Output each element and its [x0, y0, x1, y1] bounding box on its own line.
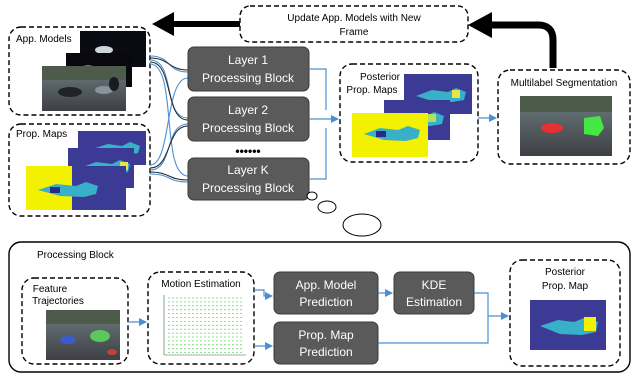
app-models-box: App. Models: [8, 26, 151, 116]
layer-output-connectors: [309, 68, 339, 180]
update-banner-line2: Frame: [340, 27, 369, 38]
app-pred-title-1: App. Model: [296, 278, 357, 292]
layer-2-title: Layer 2: [228, 103, 268, 117]
app-models-label: App. Models: [16, 34, 72, 45]
layers-ellipsis: ••••••: [235, 144, 260, 158]
app-pred-title-2: Prediction: [299, 295, 352, 309]
arrow-left-head: [152, 12, 174, 36]
prop-pred-title-1: Prop. Map: [298, 328, 354, 342]
kde-title-2: Estimation: [406, 295, 462, 309]
input-connectors-dark: [149, 57, 189, 181]
layer-1-subtitle: Processing Block: [202, 71, 295, 85]
segmented-green-car: [584, 116, 604, 136]
layer-k-block: Layer K Processing Block: [187, 157, 310, 201]
segmented-red-car: [541, 123, 563, 133]
posterior-title-1: Posterior: [360, 72, 401, 83]
kde-estimation-block: KDE Estimation: [393, 271, 475, 315]
thought-bubbles: [306, 191, 382, 237]
posterior-bottom-title-2: Prop. Map: [542, 281, 589, 292]
feature-title-1: Feature: [33, 284, 68, 295]
kde-title-1: KDE: [422, 278, 447, 292]
prop-map-prediction-block: Prop. Map Prediction: [273, 321, 379, 365]
prop-pred-title-2: Prediction: [299, 345, 352, 359]
motion-plot: [162, 293, 248, 357]
posterior-bottom-title-1: Posterior: [545, 267, 586, 278]
layer-k-subtitle: Processing Block: [202, 181, 295, 195]
layer-1-title: Layer 1: [228, 53, 268, 67]
posterior-prop-map-box: Posterior Prop. Map: [509, 259, 621, 367]
layer-2-subtitle: Processing Block: [202, 121, 295, 135]
arrow-left-head-2: [468, 12, 492, 38]
feedback-arrows: [152, 12, 557, 68]
layer-k-title: Layer K: [227, 163, 268, 177]
update-banner-line1: Update App. Models with New: [287, 13, 421, 24]
update-banner: Update App. Models with New Frame: [239, 5, 469, 43]
prop-maps-label: Prop. Maps: [16, 129, 67, 140]
multilabel-title: Multilabel Segmentation: [511, 78, 618, 89]
multilabel-segmentation-box: Multilabel Segmentation: [497, 69, 631, 165]
layer-2-block: Layer 2 Processing Block: [187, 96, 310, 142]
motion-connectors: [254, 289, 273, 350]
feature-title-2: Trajectories: [32, 296, 84, 307]
prediction-join-connectors: [378, 292, 509, 344]
app-model-prediction-block: App. Model Prediction: [273, 271, 379, 315]
posterior-title-2: Prop. Maps: [346, 85, 397, 96]
feature-trajectories-box: Feature Trajectories: [21, 277, 129, 365]
prop-maps-box: Prop. Maps: [8, 123, 151, 217]
processing-block-title: Processing Block: [37, 250, 115, 261]
layer-1-block: Layer 1 Processing Block: [187, 46, 310, 92]
motion-estimation-box: Motion Estimation: [147, 271, 255, 365]
posterior-prop-maps-box: Posterior Prop. Maps: [339, 63, 479, 163]
motion-title: Motion Estimation: [161, 279, 240, 290]
